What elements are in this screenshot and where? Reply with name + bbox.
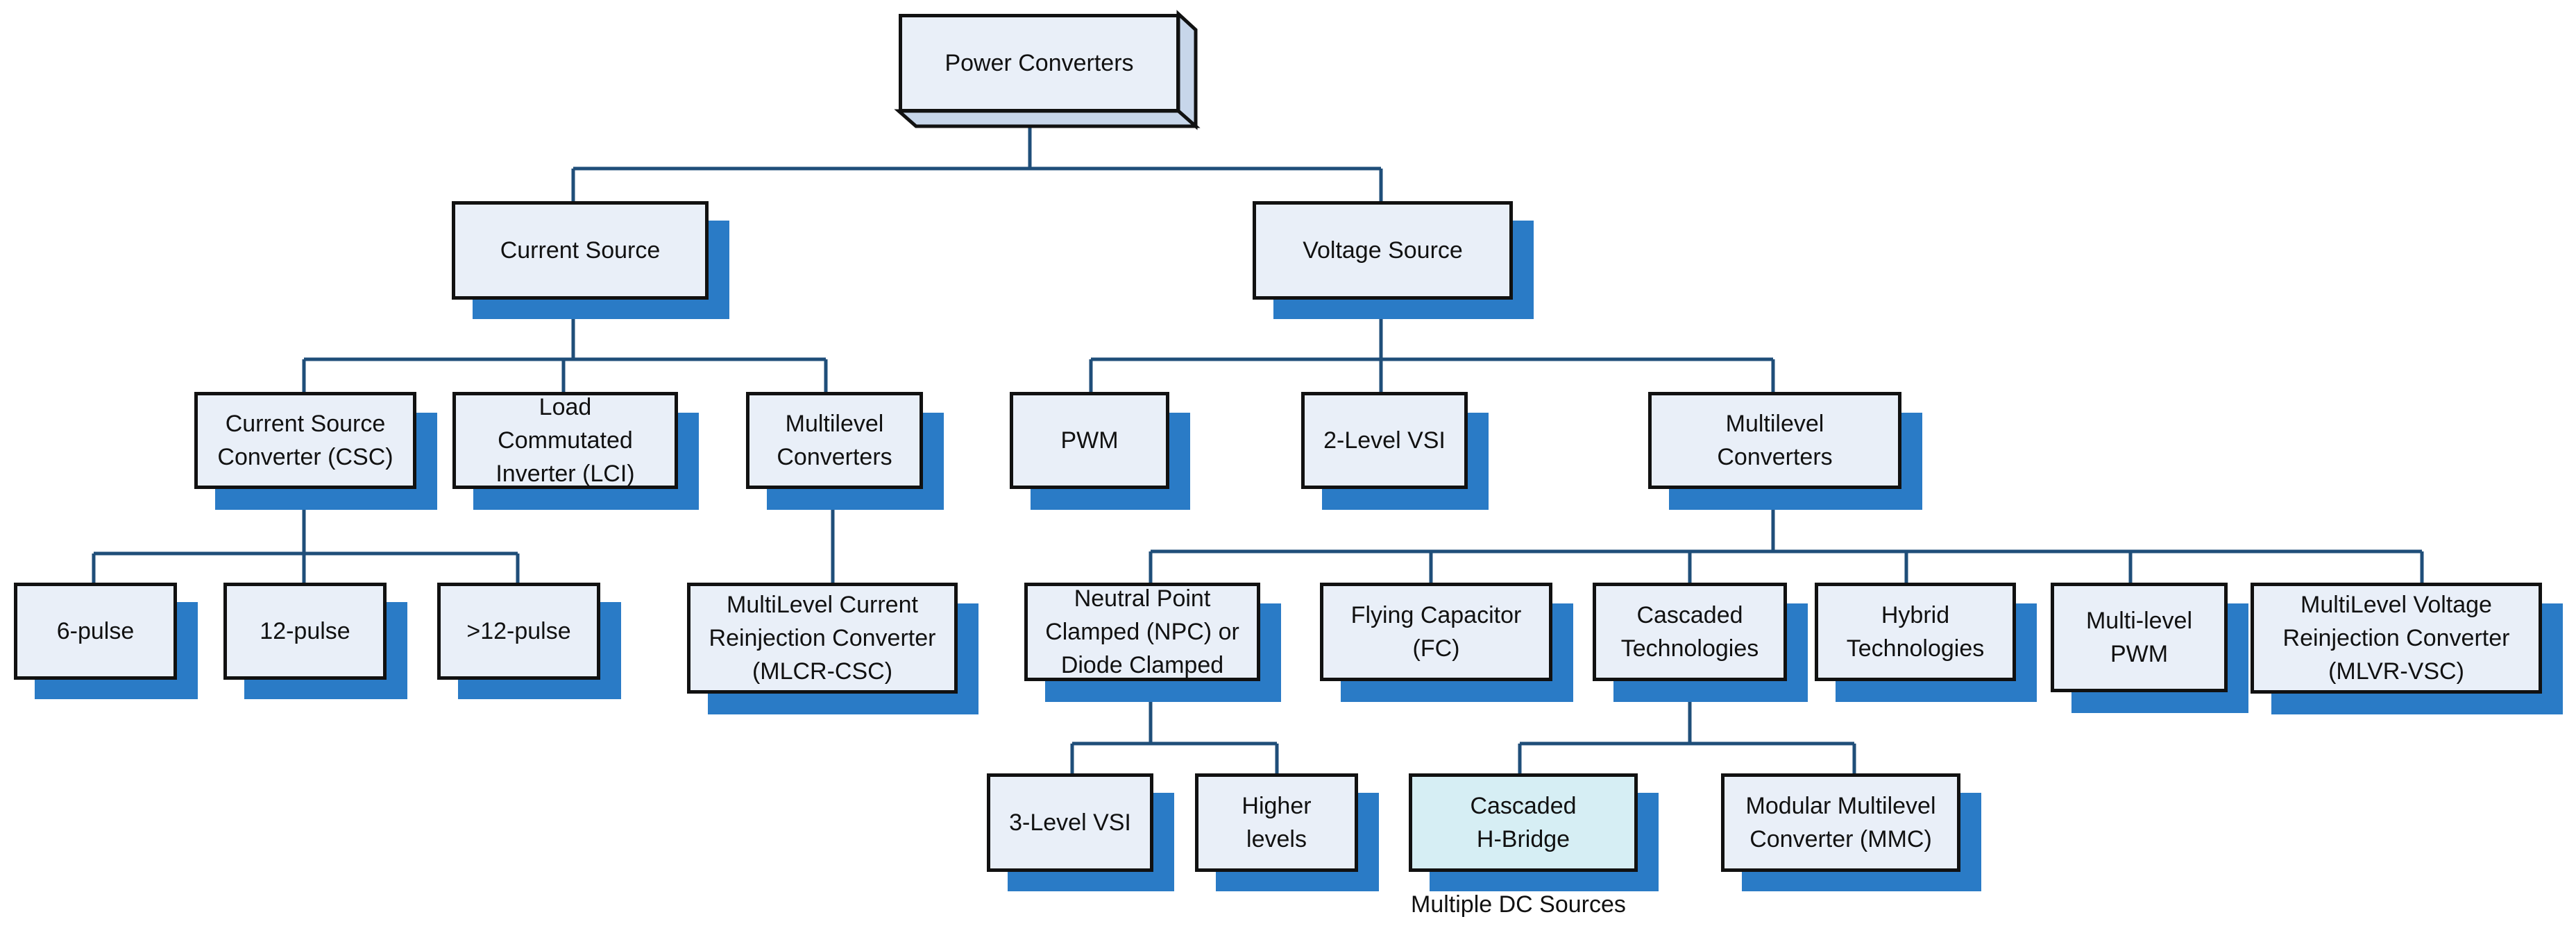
node-lci: Load Commutated Inverter (LCI) [452,392,678,489]
node-csc: Current Source Converter (CSC) [194,392,416,489]
node-mlcr-csc: MultiLevel Current Reinjection Converter… [687,583,958,694]
caption-multiple-dc-sources: Multiple DC Sources [1411,891,1626,918]
connector-npc [1070,681,1279,773]
connector-cascaded [1518,681,1856,773]
node-cascaded-hbridge: Cascaded H-Bridge [1409,773,1638,872]
node-cs-multilevel: Multilevel Converters [746,392,923,489]
node-mmc: Modular Multilevel Converter (MMC) [1721,773,1960,872]
connector-current-source [302,300,828,392]
node-multilevel-pwm: Multi-level PWM [2051,583,2228,692]
connector-voltage-source [1089,300,1775,392]
node-hybrid-tech: Hybrid Technologies [1815,583,2016,681]
node-three-level-vsi: 3-Level VSI [987,773,1153,872]
node-twelve-pulse: 12-pulse [223,583,387,680]
node-mlvr-vsc: MultiLevel Voltage Reinjection Converter… [2251,583,2542,694]
node-vs-multilevel: Multilevel Converters [1648,392,1901,489]
node-flying-capacitor: Flying Capacitor (FC) [1320,583,1552,681]
node-current-source: Current Source [452,201,709,300]
node-cascaded-tech: Cascaded Technologies [1593,583,1787,681]
connector-root [571,118,1383,201]
node-power-converters: Power Converters [899,14,1180,112]
connector-csc [92,490,520,583]
node-npc: Neutral Point Clamped (NPC) or Diode Cla… [1024,583,1260,681]
node-six-pulse: 6-pulse [14,583,177,680]
node-pwm: PWM [1010,392,1169,489]
node-voltage-source: Voltage Source [1253,201,1513,300]
root-box-bottom-side [894,109,1201,128]
node-higher-levels: Higher levels [1195,773,1358,872]
node-gt-twelve-pulse: >12-pulse [437,583,600,680]
root-box-right-side [1176,10,1198,130]
connector-vs-multilevel [1149,490,2424,583]
node-two-level-vsi: 2-Level VSI [1301,392,1468,489]
